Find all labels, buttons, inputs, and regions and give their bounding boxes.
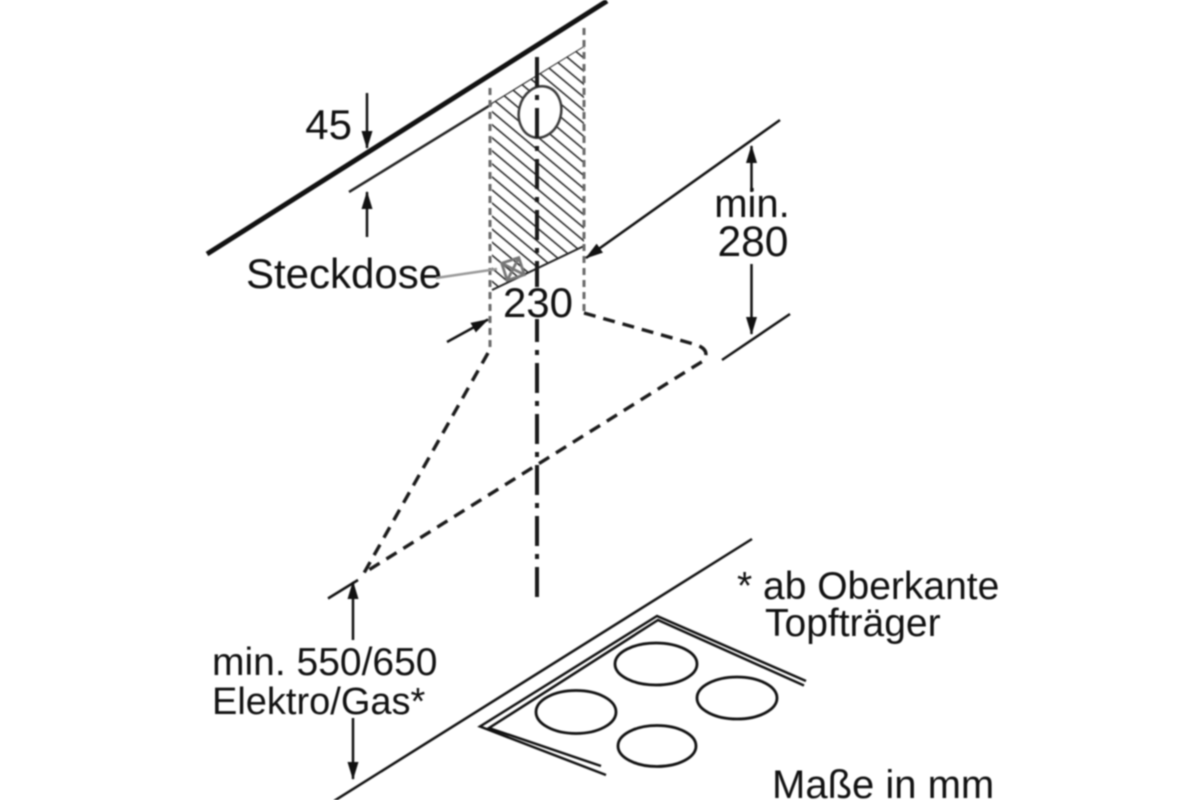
svg-text:230: 230 <box>503 279 573 326</box>
svg-text:280: 280 <box>718 219 789 266</box>
svg-text:Steckdose: Steckdose <box>246 250 442 297</box>
svg-text:Topfträger: Topfträger <box>765 602 941 645</box>
svg-text:Maße in mm: Maße in mm <box>772 763 994 800</box>
svg-text:Elektro/Gas*: Elektro/Gas* <box>212 681 426 723</box>
svg-text:45: 45 <box>305 101 352 148</box>
svg-text:min. 550/650: min. 550/650 <box>212 641 438 684</box>
svg-text:min.: min. <box>714 182 790 226</box>
svg-text:ab Oberkante: ab Oberkante <box>763 565 999 608</box>
svg-text:*: * <box>737 565 752 608</box>
